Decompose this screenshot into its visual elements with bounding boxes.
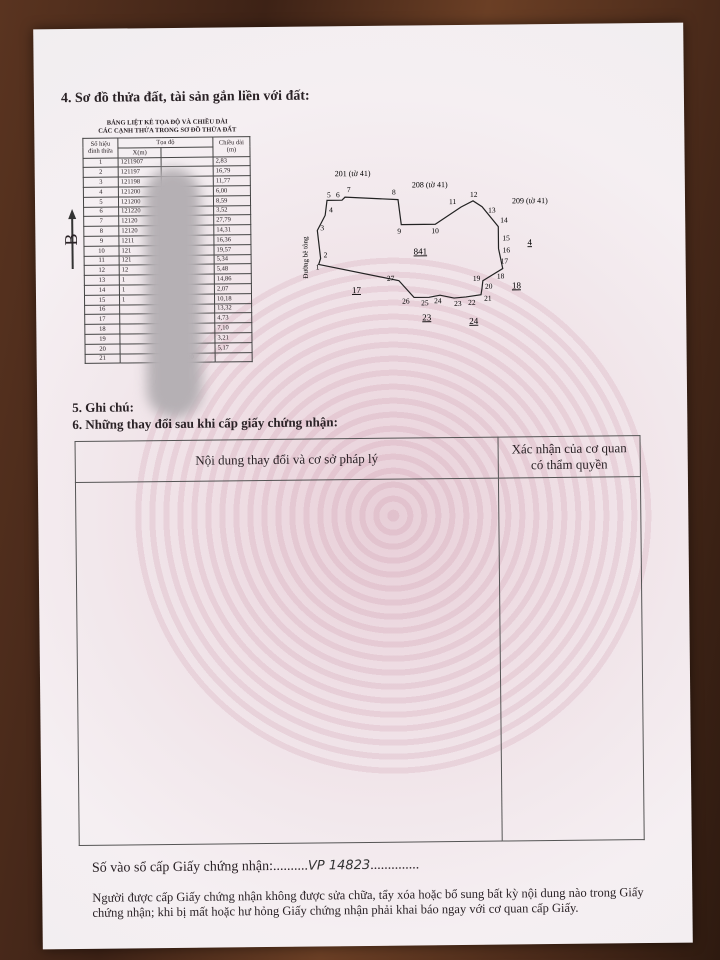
vertex-label: 19 [473, 274, 481, 283]
vertex-label: 21 [484, 294, 492, 303]
road-label: Đường bê tông [301, 236, 309, 279]
adjacent-24: 24 [469, 316, 479, 326]
vertex-label: 18 [497, 272, 505, 281]
vertex-label: 17 [501, 256, 509, 265]
parcel-number: 841 [413, 246, 427, 256]
adjacent-23: 23 [422, 312, 432, 322]
changes-content-cell [75, 478, 503, 846]
neighbor-201: 201 (tờ 41) [335, 169, 371, 178]
vertex-label: 14 [500, 215, 508, 224]
vertex-label: 9 [397, 227, 401, 236]
vertex-label: 11 [449, 197, 457, 206]
vertex-label: 20 [485, 282, 493, 291]
adjacent-4: 4 [527, 237, 532, 247]
land-certificate-page: 4. Sơ đồ thửa đất, tài sản gắn liền với … [33, 22, 693, 950]
parcel-boundary [316, 196, 504, 299]
adjacent-17: 17 [352, 285, 362, 295]
vertex-label: 15 [502, 233, 510, 242]
section6-title: 6. Những thay đổi sau khi cấp giấy chứng… [72, 414, 338, 433]
registry-number: VP 14823 [307, 857, 371, 874]
neighbor-208: 208 (tờ 41) [412, 180, 448, 189]
neighbor-209: 209 (tờ 41) [512, 196, 548, 205]
vertex-label: 2 [324, 250, 328, 259]
vertex-label: 12 [470, 190, 478, 199]
vertex-label: 24 [434, 296, 442, 305]
vertex-label: 5 [327, 190, 331, 199]
changes-table: Nội dung thay đổi và cơ sở pháp lý Xác n… [74, 435, 645, 846]
registry-line: Số vào sổ cấp Giấy chứng nhận:..........… [91, 857, 420, 876]
notice-text: Người được cấp Giấy chứng nhận không đượ… [92, 885, 644, 920]
vertex-label: 7 [347, 185, 351, 194]
vertex-label: 3 [320, 223, 324, 232]
vertex-label: 16 [502, 245, 510, 254]
vertex-label: 4 [329, 205, 333, 214]
changes-col-content: Nội dung thay đổi và cơ sở pháp lý [75, 437, 499, 483]
vertex-label: 10 [431, 226, 439, 235]
vertex-label: 23 [454, 299, 462, 308]
registry-label: Số vào sổ cấp Giấy chứng nhận: [91, 858, 274, 876]
changes-confirmation-cell [498, 476, 645, 842]
adjacent-18: 18 [512, 280, 522, 290]
vertex-label: 13 [488, 206, 496, 215]
vertex-label: 8 [392, 188, 396, 197]
vertex-label: 25 [421, 298, 429, 307]
vertex-label: 6 [336, 190, 340, 199]
section5-title: 5. Ghi chú: [72, 399, 135, 416]
vertex-label: 22 [468, 298, 476, 307]
vertex-label: 1 [316, 262, 320, 271]
vertex-label: 27 [387, 274, 395, 283]
changes-col-confirmation: Xác nhận của cơ quan có thẩm quyền [497, 435, 641, 479]
vertex-label: 26 [402, 296, 410, 305]
